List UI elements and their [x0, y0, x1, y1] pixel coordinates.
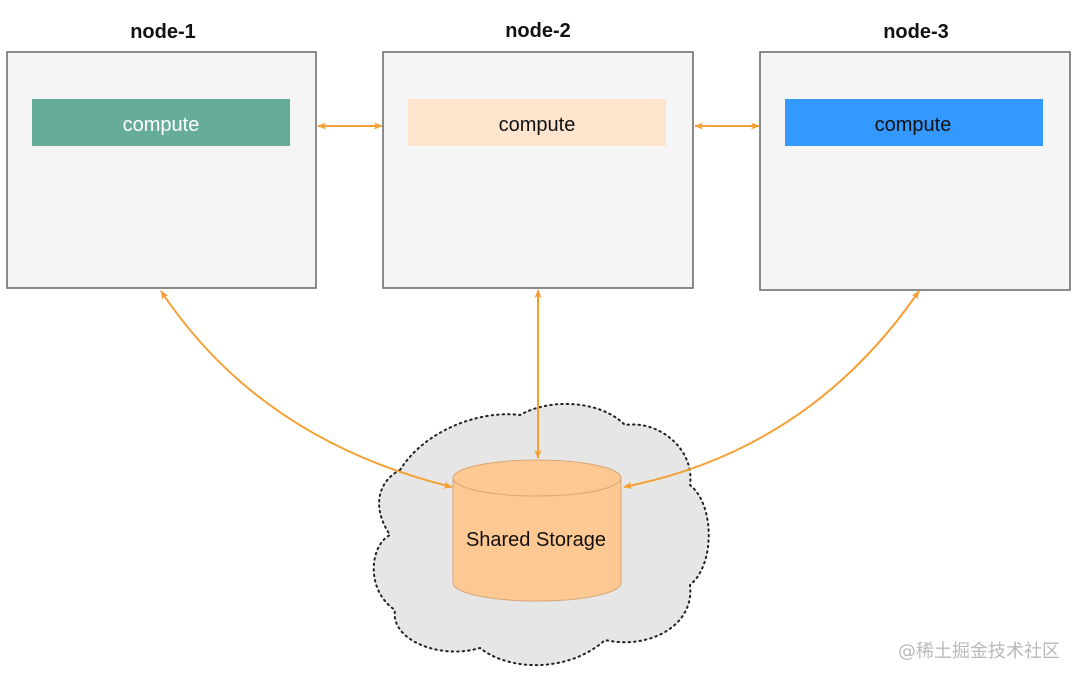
- node-3-compute: compute: [785, 99, 1043, 146]
- node-3-title: node-3: [883, 21, 949, 43]
- node-2-title: node-2: [505, 20, 571, 42]
- node-2-box: [382, 51, 694, 289]
- link-node1-storage: [160, 290, 453, 489]
- node-1-compute: compute: [32, 99, 290, 146]
- node-1-box: [6, 51, 317, 289]
- node-3-compute-label: compute: [875, 114, 952, 136]
- watermark-text: @稀土掘金技术社区: [898, 641, 1060, 662]
- node-2-compute: compute: [408, 99, 666, 146]
- shared-storage-label: Shared Storage: [466, 529, 606, 551]
- shared-storage-cylinder: Shared Storage: [452, 459, 622, 602]
- node-1-compute-label: compute: [123, 114, 200, 136]
- node-3-box: [759, 51, 1071, 291]
- link-node3-storage: [623, 290, 920, 489]
- node-2-compute-label: compute: [499, 114, 576, 136]
- node-1-title: node-1: [130, 21, 196, 43]
